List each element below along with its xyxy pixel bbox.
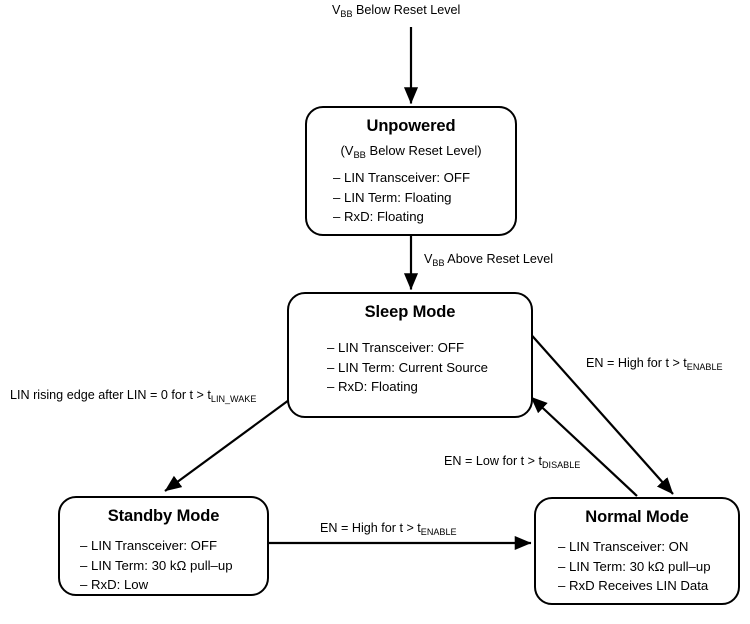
state-item: –LIN Term: 30 kΩ pull–up [80,557,233,573]
state-title-sleep: Sleep Mode [364,303,456,321]
state-item: –LIN Transceiver: OFF [327,340,465,355]
state-item: –LIN Transceiver: ON [558,539,689,554]
edge-normal-to-sleep [530,396,638,497]
edge-label-sleep-to-normal: EN = High for t > tENABLE [586,356,723,372]
state-node-standby[interactable]: Standby Mode –LIN Transceiver: OFF –LIN … [58,496,269,596]
edge-label-sleep-to-standby: LIN rising edge after LIN = 0 for t > tL… [10,388,257,404]
edge-label-normal-to-sleep: EN = Low for t > tDISABLE [444,454,581,470]
state-item: –RxD: Floating [333,209,424,224]
state-item: –LIN Term: Floating [333,189,452,205]
state-title-unpowered: Unpowered [366,117,456,135]
state-item: –RxD: Low [80,577,149,592]
state-items-sleep: –LIN Transceiver: OFF –LIN Term: Current… [289,338,531,397]
state-items-unpowered: –LIN Transceiver: OFF –LIN Term: Floatin… [307,168,515,227]
state-item: –RxD: Floating [327,379,418,394]
state-item: –LIN Term: 30 kΩ pull–up [558,558,711,574]
state-item: –RxD Receives LIN Data [558,578,709,593]
edge-label-entry-to-unpowered: VBB Below Reset Level [332,3,461,19]
state-items-standby: –LIN Transceiver: OFF –LIN Term: 30 kΩ p… [60,536,267,595]
state-item: –LIN Transceiver: OFF [80,538,218,553]
edge-sleep-to-standby [164,399,290,492]
state-node-normal[interactable]: Normal Mode –LIN Transceiver: ON –LIN Te… [534,497,740,605]
state-title-normal: Normal Mode [585,508,689,526]
edge-label-unpowered-to-sleep: VBB Above Reset Level [424,252,554,268]
state-node-sleep[interactable]: Sleep Mode –LIN Transceiver: OFF –LIN Te… [287,292,533,418]
state-items-normal: –LIN Transceiver: ON –LIN Term: 30 kΩ pu… [536,537,738,596]
state-node-unpowered[interactable]: Unpowered (VBB Below Reset Level) –LIN T… [305,106,517,236]
state-subtitle-unpowered: (VBB Below Reset Level) [340,143,482,160]
state-item: –LIN Term: Current Source [327,359,488,375]
edge-label-standby-to-normal: EN = High for t > tENABLE [320,521,457,537]
state-item: –LIN Transceiver: OFF [333,170,471,185]
state-title-standby: Standby Mode [107,507,220,525]
